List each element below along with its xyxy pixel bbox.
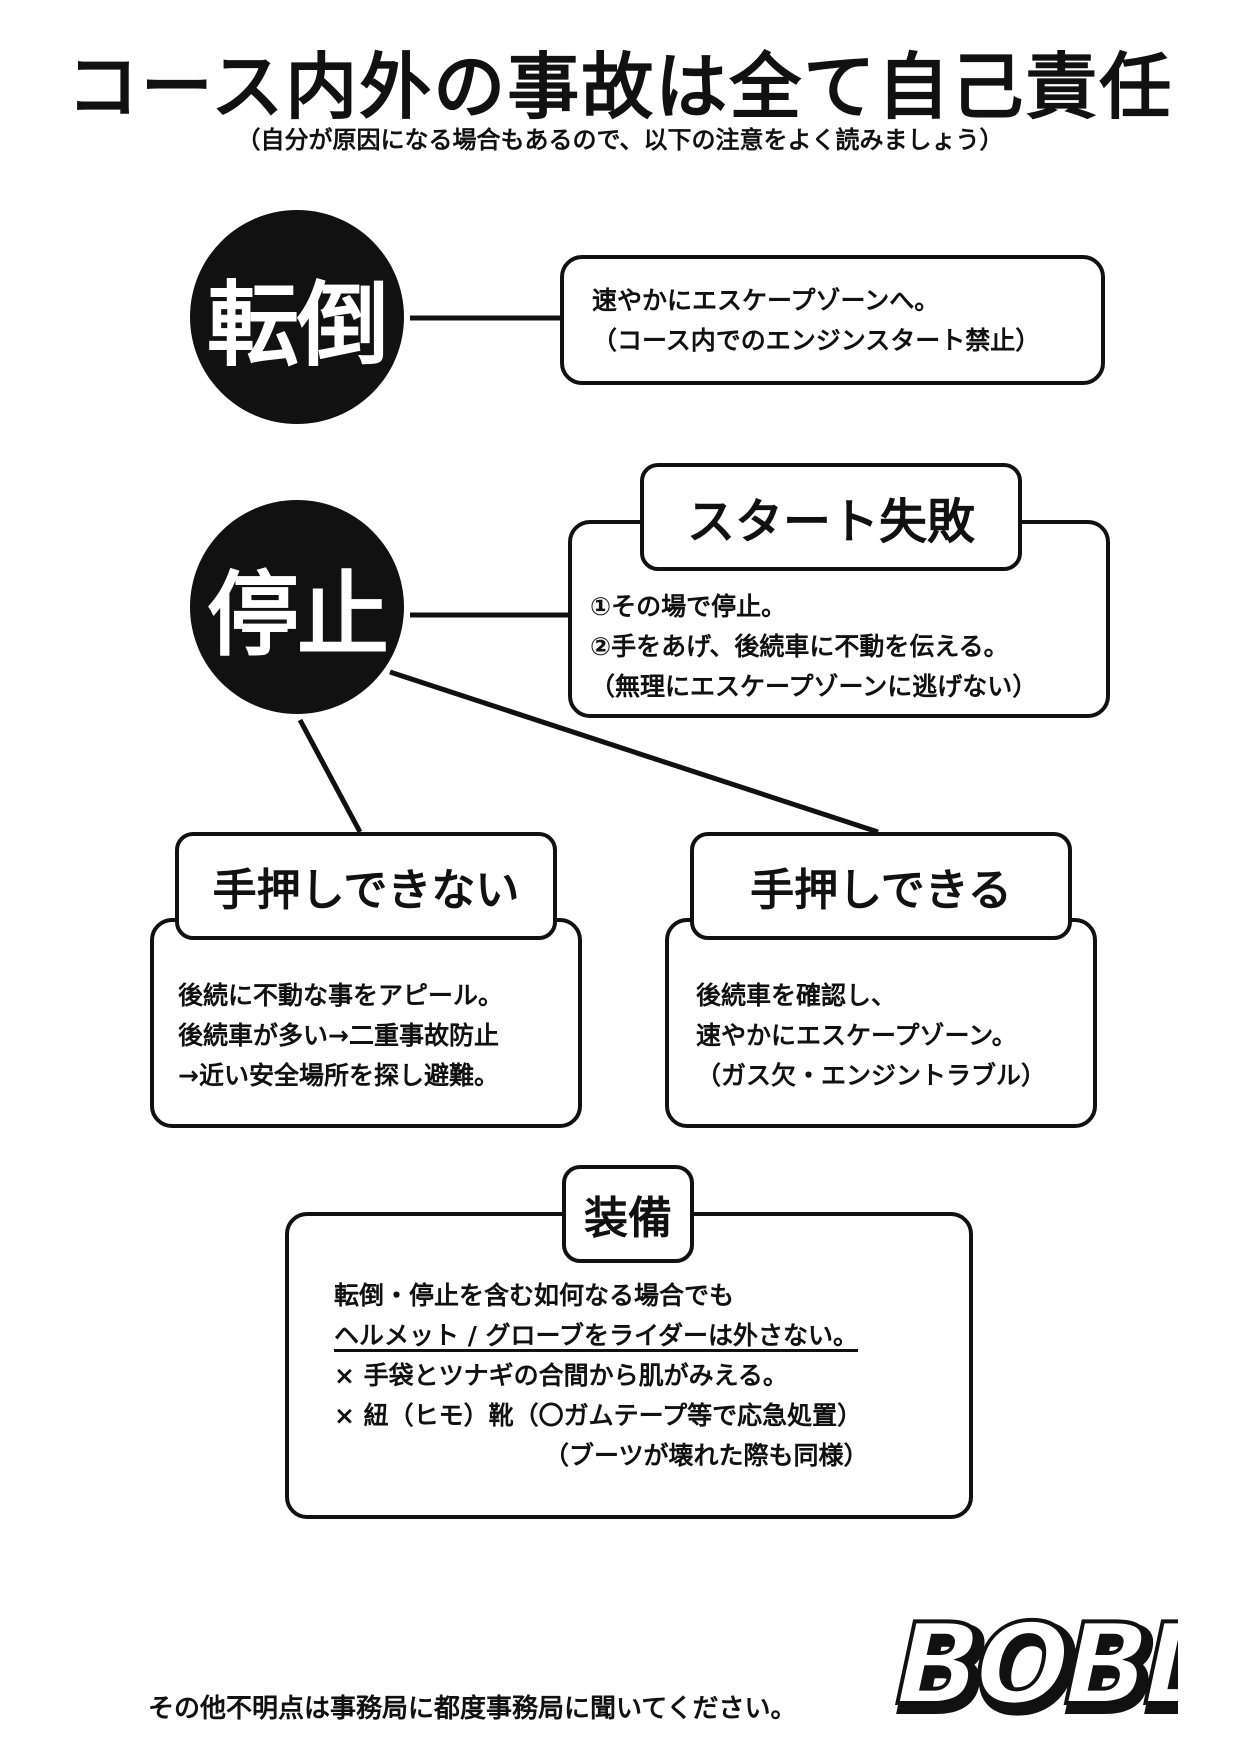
teishi-label: 停止 <box>206 561 389 669</box>
teishi-tag-label: スタート失敗 <box>686 494 975 550</box>
tentou-box: 速やかにエスケープゾーンへ。 （コース内でのエンジンスタート禁止） <box>560 255 1105 385</box>
cannot-push-box: 後続に不動な事をアピール。 後続車が多い→二重事故防止 →近い安全場所を探し避難… <box>150 918 582 1128</box>
equipment-tag-label: 装備 <box>584 1193 672 1244</box>
logo-shadow: BOBL <box>886 1605 1178 1723</box>
cannot-push-line-1: 後続に不動な事をアピール。 <box>178 981 504 1010</box>
teishi-line-1: ①その場で停止。 <box>590 592 787 621</box>
can-push-tag: 手押しできる <box>690 832 1072 940</box>
equipment-line-4: × 紐（ヒモ）靴（〇ガムテープ等で応急処置） <box>334 1401 863 1430</box>
can-push-line-1: 後続車を確認し、 <box>696 981 897 1010</box>
cannot-push-line-3: →近い安全場所を探し避難。 <box>178 1061 499 1090</box>
tentou-circle: 転倒 <box>190 210 404 424</box>
tentou-line-2: （コース内でのエンジンスタート禁止） <box>592 326 1041 355</box>
tentou-label: 転倒 <box>206 271 389 379</box>
teishi-line-2: ②手をあげ、後続車に不動を伝える。 <box>590 632 1009 661</box>
bobl-logo: BOBL BOBL <box>879 1597 1236 1741</box>
equipment-box: 転倒・停止を含む如何なる場合でも ヘルメット / グローブをライダーは外さない。… <box>285 1212 973 1519</box>
teishi-circle: 停止 <box>190 500 404 714</box>
equipment-tag: 装備 <box>562 1165 694 1263</box>
can-push-box: 後続車を確認し、 速やかにエスケープゾーン。 （ガス欠・エンジントラブル） <box>665 918 1097 1128</box>
footer-note: その他不明点は事務局に都度事務局に聞いてください。 <box>148 1694 797 1724</box>
can-push-line-2: 速やかにエスケープゾーン。 <box>696 1021 1017 1050</box>
cannot-push-tag: 手押しできない <box>175 832 557 940</box>
tentou-line-1: 速やかにエスケープゾーンへ。 <box>592 286 940 315</box>
equipment-line-5: （ブーツが壊れた際も同様） <box>544 1441 869 1470</box>
teishi-tag: スタート失敗 <box>640 463 1022 571</box>
equipment-line-1: 転倒・停止を含む如何なる場合でも <box>334 1281 735 1310</box>
cannot-push-tag-label: 手押しできない <box>212 865 520 916</box>
connector-teishi-can <box>389 669 879 835</box>
equipment-line-2: ヘルメット / グローブをライダーは外さない。 <box>334 1321 859 1350</box>
teishi-line-3: （無理にエスケープゾーンに逃げない） <box>590 672 1038 701</box>
page-subtitle: （自分が原因になる場合もあるので、以下の注意をよく読みましょう） <box>236 126 1004 154</box>
connector-teishi-cannot <box>297 718 363 834</box>
can-push-line-3: （ガス欠・エンジントラブル） <box>696 1061 1047 1090</box>
logo-text: BOBL <box>886 1605 1178 1723</box>
cannot-push-line-2: 後続車が多い→二重事故防止 <box>178 1021 499 1050</box>
equipment-line-3: × 手袋とツナギの合間から肌がみえる。 <box>334 1361 788 1390</box>
page-title: コース内外の事故は全て自己責任 <box>66 45 1174 129</box>
can-push-tag-label: 手押しできる <box>750 865 1012 916</box>
